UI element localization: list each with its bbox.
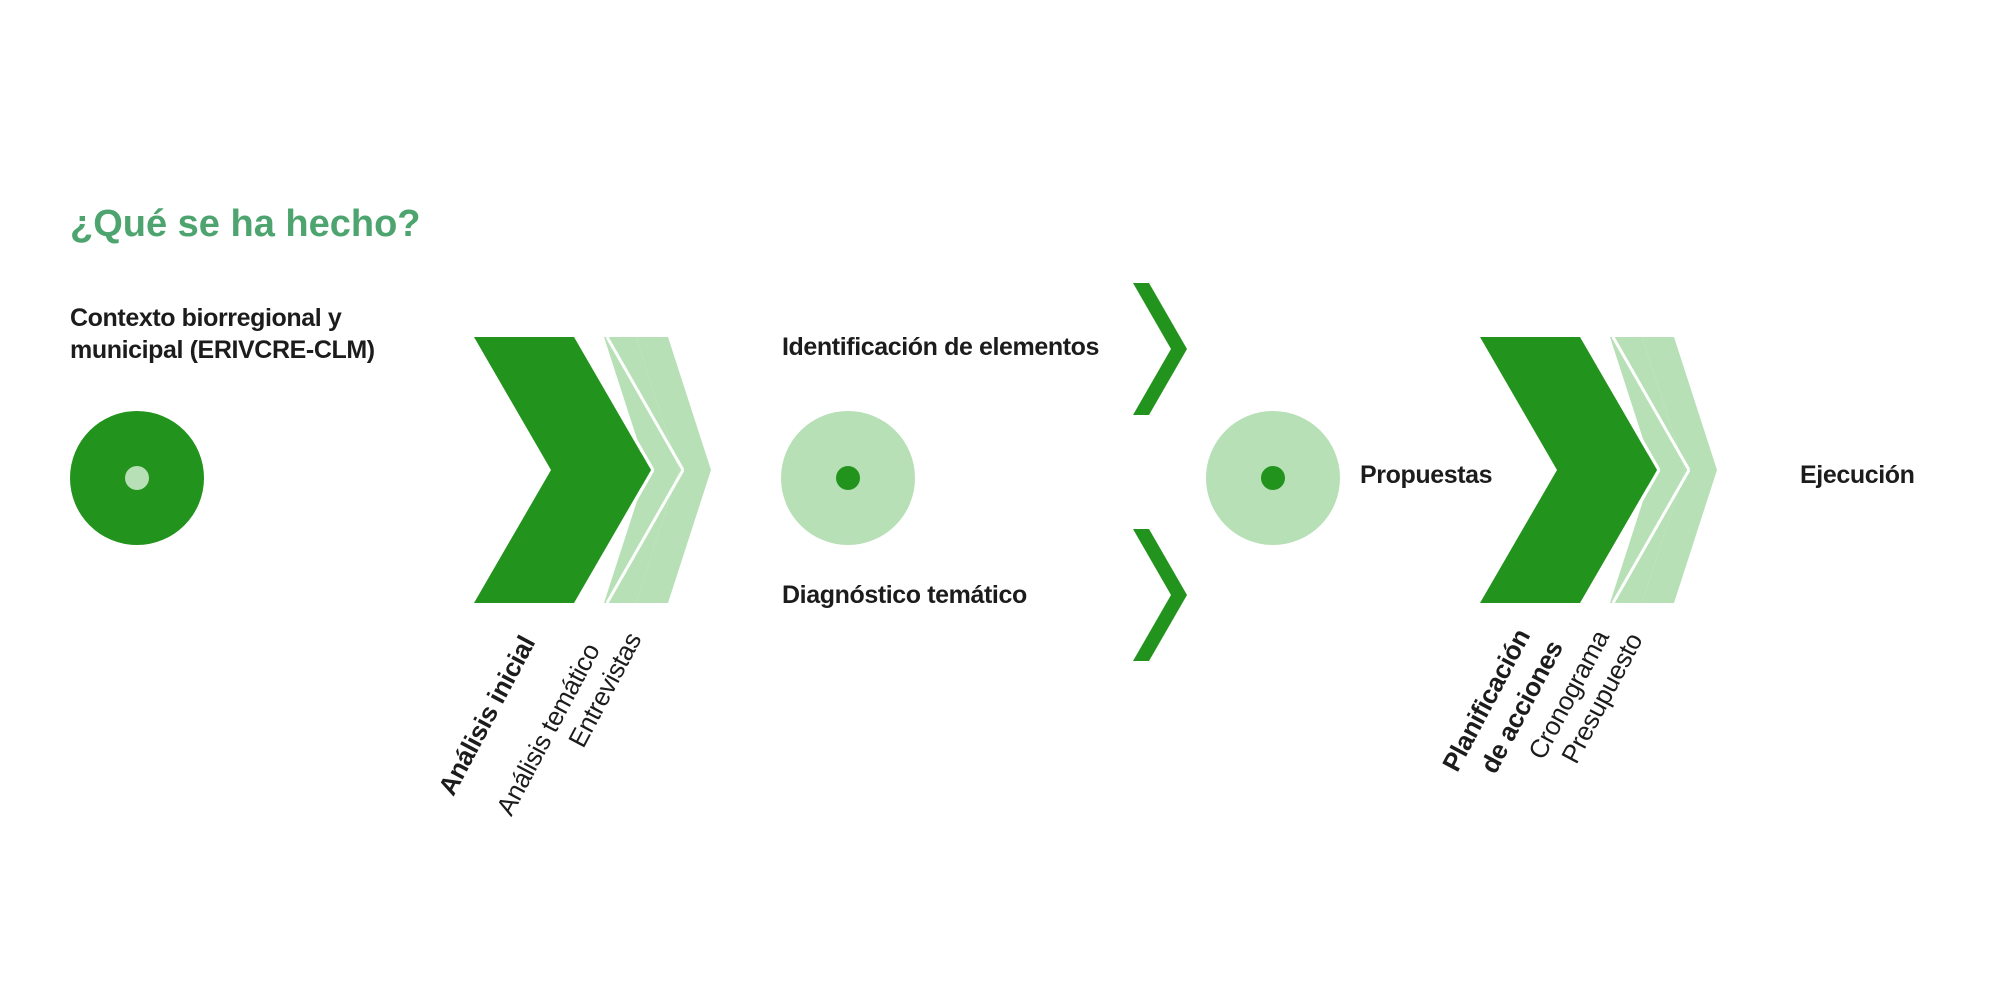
- phase1-chevron-middle: [604, 337, 679, 603]
- phase1-chevron-back: [636, 337, 711, 603]
- context-label-line2: municipal (ERIVCRE-CLM): [70, 336, 375, 364]
- identification-label: Identificación de elementos: [782, 333, 1100, 361]
- phase2-chevron-back: [1642, 337, 1717, 603]
- page-title: ¿Qué se ha hecho?: [70, 203, 421, 245]
- proposals-circle-dot: [1261, 466, 1285, 490]
- diagnosis-label: Diagnóstico temático: [782, 581, 1027, 609]
- diagnosis-arrow-icon: [1133, 529, 1187, 661]
- middle-circle-dot: [836, 466, 860, 490]
- phase2-chevron-middle: [1610, 337, 1685, 603]
- start-circle-dot: [125, 466, 149, 490]
- identification-arrow-icon: [1133, 283, 1187, 415]
- execution-label: Ejecución: [1800, 461, 1915, 489]
- context-label: Contexto biorregional y municipal (ERIVC…: [70, 302, 450, 366]
- proposals-label: Propuestas: [1360, 461, 1493, 489]
- context-label-line1: Contexto biorregional y: [70, 304, 342, 332]
- phase2-chevron-front: [1480, 337, 1657, 603]
- phase1-chevron-front: [474, 337, 651, 603]
